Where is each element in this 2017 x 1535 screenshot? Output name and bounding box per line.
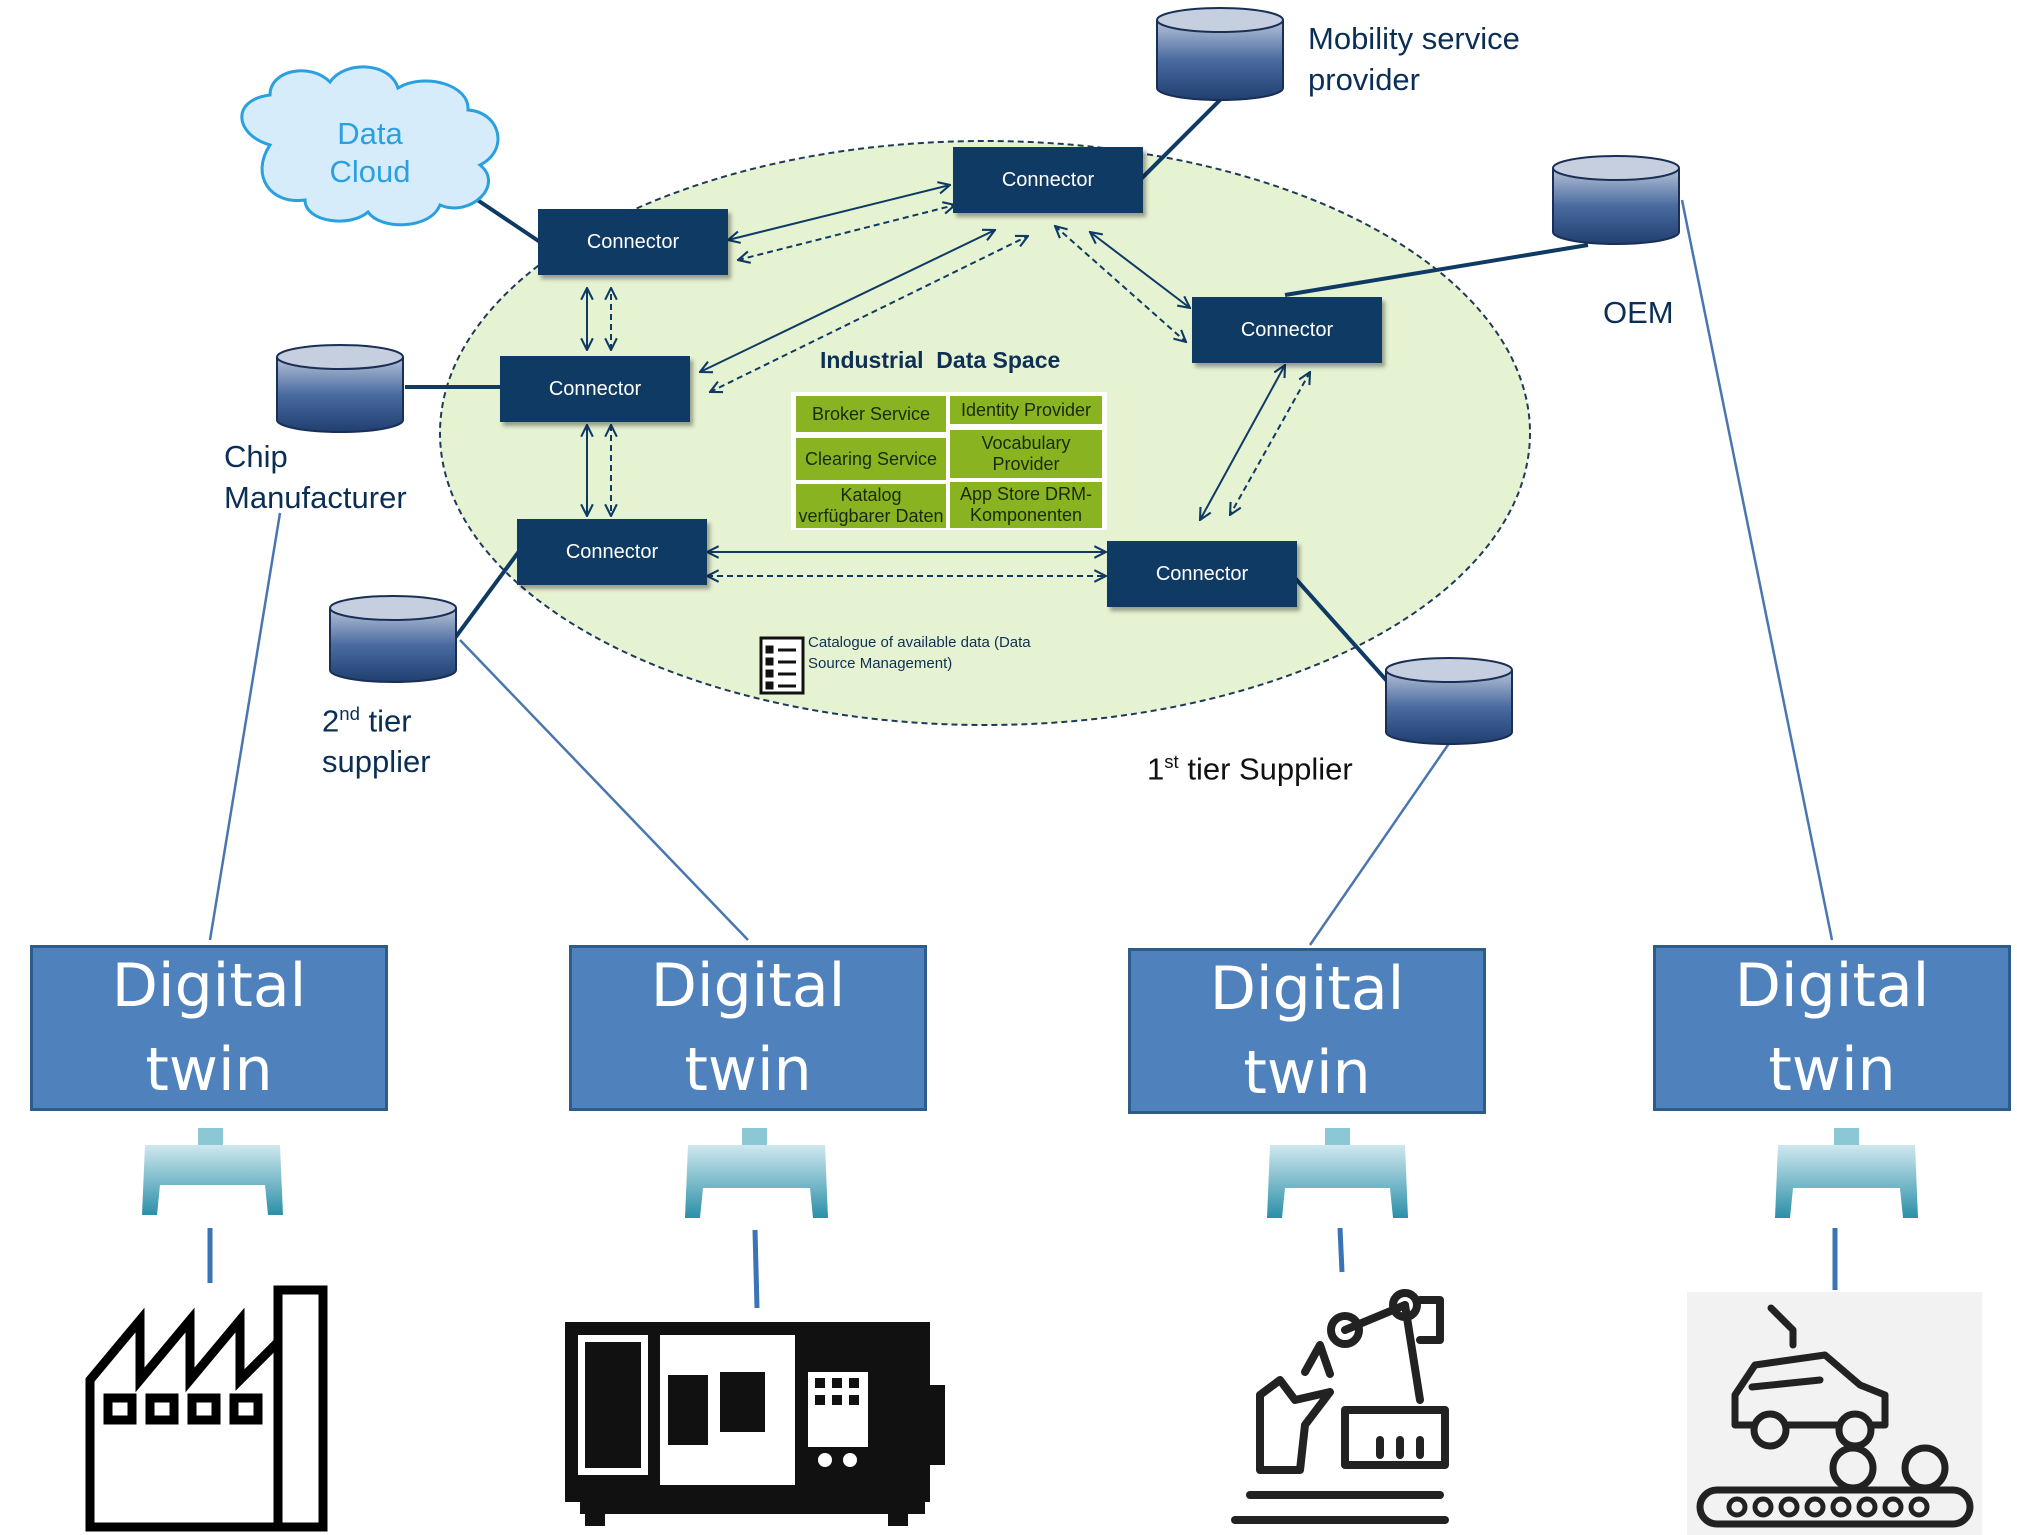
connector-arrows	[587, 185, 1310, 576]
connector-box: Connector	[1107, 541, 1297, 607]
oem-label: OEM	[1603, 295, 1674, 330]
database-icon	[1552, 155, 1680, 245]
digital-twin-line2: twin	[684, 1035, 812, 1105]
database-icon	[1385, 657, 1513, 745]
connector-box: Connector	[1192, 297, 1382, 363]
first-tier-rest: tier Supplier	[1178, 751, 1353, 787]
second-tier-rest: tier	[359, 703, 412, 739]
digital-twin-box: Digital twin	[569, 945, 927, 1111]
chip-line2: Manufacturer	[224, 480, 407, 515]
mobility-provider-label: Mobility service provider	[1308, 18, 1520, 100]
connector-box: Connector	[953, 147, 1143, 213]
catalogue-label: Catalogue of available data (Data Source…	[808, 634, 1031, 672]
digital-twin-box: Digital twin	[1653, 945, 2011, 1111]
car-conveyor-icon	[1687, 1292, 1982, 1535]
chip-line1: Chip	[224, 439, 288, 474]
connector-box: Connector	[500, 356, 690, 422]
connector-box: Connector	[517, 519, 707, 585]
participant-links	[405, 93, 1589, 692]
database-icon	[1156, 7, 1284, 101]
connector-label: Connector	[586, 230, 680, 253]
digital-twin-box: Digital twin	[30, 945, 388, 1111]
gripper-icon	[1775, 1128, 1918, 1218]
mobility-line1: Mobility service	[1308, 21, 1520, 56]
digital-twin-line2: twin	[1768, 1035, 1896, 1105]
digital-twin-line2: twin	[1243, 1038, 1371, 1108]
digital-twin-line1: Digital	[1734, 951, 1930, 1021]
database-icon	[329, 595, 457, 683]
connector-box: Connector	[538, 209, 728, 275]
chip-manufacturer-label: Chip Manufacturer	[224, 436, 407, 518]
document-list-icon	[759, 636, 805, 695]
cnc-machine-icon	[565, 1322, 945, 1526]
first-tier-supplier-label: 1st tier Supplier	[1147, 741, 1353, 789]
connector-label: Connector	[565, 540, 659, 563]
digital-twin-box: Digital twin	[1128, 948, 1486, 1114]
data-cloud-line2: Cloud	[329, 154, 411, 189]
second-tier-supplier-label: 2nd tier supplier	[322, 693, 431, 782]
digital-twin-line2: twin	[145, 1035, 273, 1105]
connector-label: Connector	[548, 377, 642, 400]
katalog-box: Katalog verfügbarer Daten	[796, 484, 946, 528]
digital-twin-line1: Digital	[1209, 954, 1405, 1024]
identity-provider-box: Identity Provider	[950, 396, 1102, 424]
clearing-service-box: Clearing Service	[796, 438, 946, 480]
vocabulary-provider-box: Vocabulary Provider	[950, 430, 1102, 478]
first-tier-prefix: 1	[1147, 751, 1165, 787]
connector-label: Connector	[1240, 318, 1334, 341]
first-tier-sup: st	[1164, 751, 1179, 772]
gripper-icon	[1267, 1128, 1408, 1218]
gripper-icon	[142, 1128, 283, 1215]
database-icon	[276, 344, 404, 433]
app-store-box: App Store DRM-Komponenten	[950, 482, 1102, 528]
broker-service-box: Broker Service	[796, 396, 946, 432]
industrial-data-space-title: Industrial Data Space	[820, 347, 1061, 373]
robot-arm-icon	[1231, 1289, 1449, 1524]
twin-links	[208, 199, 1834, 946]
digital-twin-line1: Digital	[111, 951, 307, 1021]
connector-label: Connector	[1155, 562, 1249, 585]
factory-icon	[85, 1285, 328, 1532]
machine-links	[207, 1227, 1838, 1309]
second-tier-line2: supplier	[322, 744, 431, 780]
data-cloud-label: Data Cloud	[318, 115, 422, 191]
connector-label: Connector	[1001, 168, 1095, 191]
mobility-line2: provider	[1308, 62, 1420, 97]
gripper-icon	[685, 1128, 828, 1218]
data-cloud-line1: Data	[337, 116, 403, 151]
digital-twin-line1: Digital	[650, 951, 846, 1021]
second-tier-prefix: 2	[322, 703, 340, 739]
cloud-icon	[240, 65, 500, 227]
second-tier-sup: nd	[339, 703, 360, 724]
